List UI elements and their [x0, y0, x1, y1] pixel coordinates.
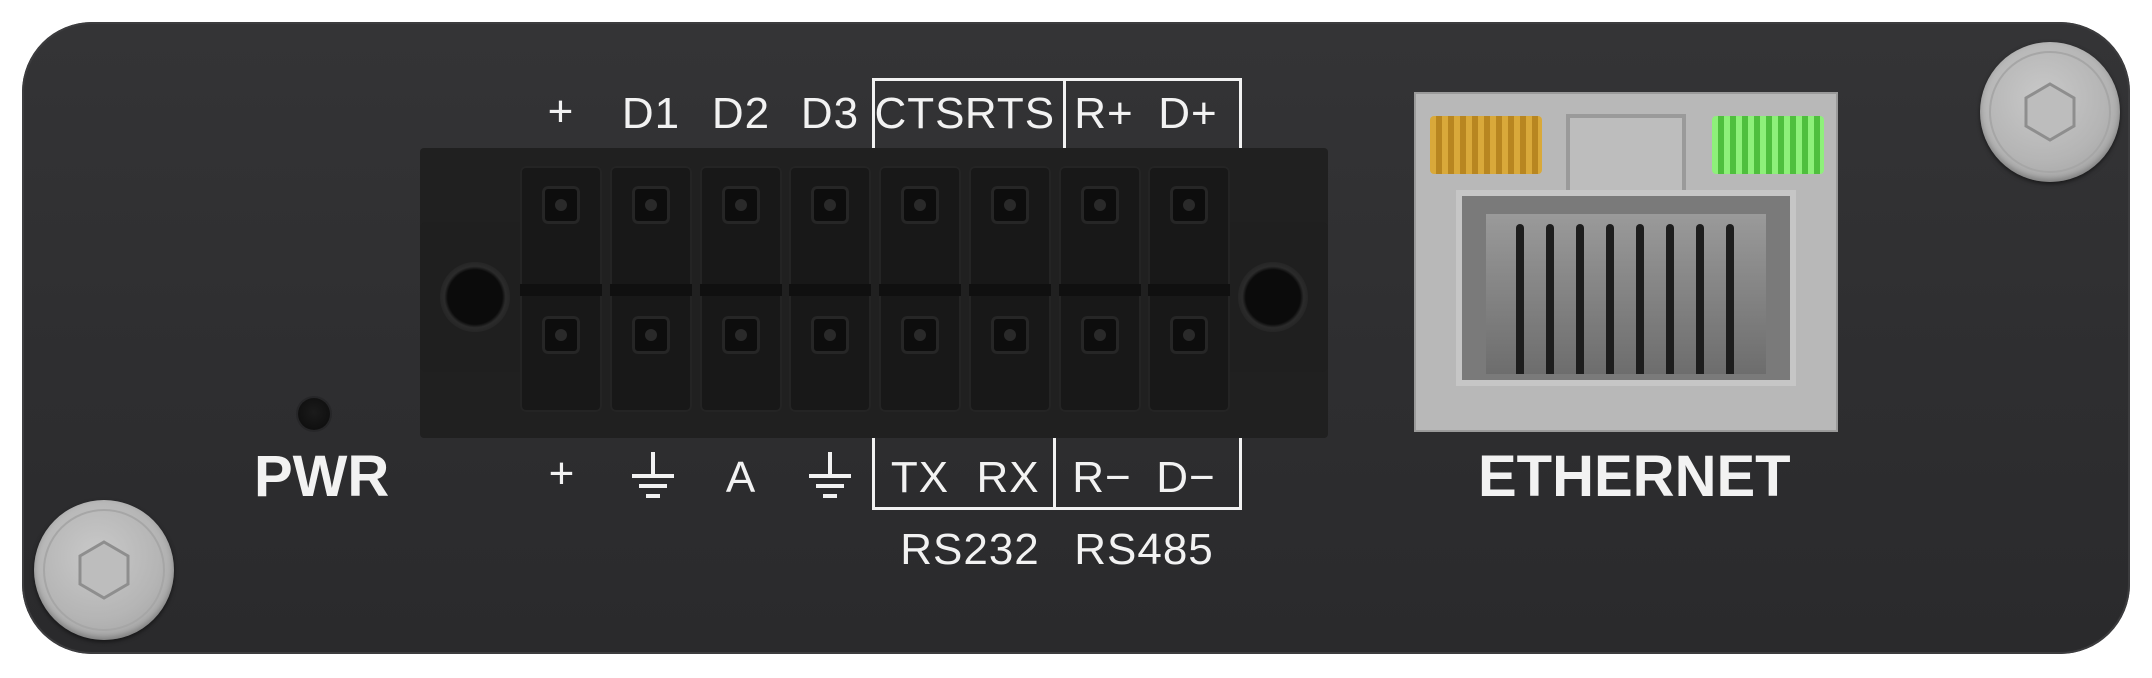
- ground-icon: [628, 450, 678, 505]
- terminal-label-a: A: [725, 453, 757, 502]
- group-label-rs485: RS485: [1074, 525, 1214, 574]
- ethernet-contact: [1516, 224, 1524, 374]
- terminal-pin: [645, 199, 657, 211]
- terminal-pin: [1004, 329, 1016, 341]
- terminal-label-rts: RTS: [964, 89, 1056, 138]
- terminal-pin: [645, 329, 657, 341]
- power-label: PWR: [254, 444, 390, 509]
- terminal-slot[interactable]: [610, 166, 692, 412]
- ethernet-contact: [1696, 224, 1704, 374]
- ethernet-latch-slot: [1566, 114, 1686, 194]
- bracket-cts-rts: [872, 78, 1066, 148]
- screw-bottom-left-icon: [34, 500, 174, 640]
- mount-hole-icon: [440, 262, 510, 332]
- ethernet-contact: [1636, 224, 1644, 374]
- terminal-label-d-plus: D+: [1158, 89, 1218, 138]
- screw-top-right-icon: [1980, 42, 2120, 182]
- terminal-slot[interactable]: [520, 166, 602, 412]
- terminal-label-d-minus: D−: [1156, 453, 1216, 502]
- ethernet-contact: [1726, 224, 1734, 374]
- terminal-slot[interactable]: [879, 166, 961, 412]
- terminal-slot[interactable]: [1059, 166, 1141, 412]
- terminal-label-r-plus: R+: [1074, 89, 1134, 138]
- terminal-pin: [555, 329, 567, 341]
- ethernet-led-yellow: [1430, 116, 1542, 174]
- terminal-divider: [1148, 284, 1230, 296]
- terminal-pin: [914, 199, 926, 211]
- terminal-divider: [1059, 284, 1141, 296]
- ethernet-contact: [1666, 224, 1674, 374]
- terminal-slot[interactable]: [969, 166, 1051, 412]
- terminal-label-rx: RX: [976, 453, 1040, 502]
- ethernet-contact: [1546, 224, 1554, 374]
- terminal-label-r-minus: R−: [1072, 453, 1132, 502]
- terminal-pin: [555, 199, 567, 211]
- terminal-divider: [520, 284, 602, 296]
- terminal-label-d1: D1: [621, 89, 681, 138]
- ground-icon: [805, 450, 855, 505]
- terminal-pin: [1183, 199, 1195, 211]
- ethernet-label: ETHERNET: [1478, 444, 1791, 509]
- terminal-pin: [824, 199, 836, 211]
- terminal-pin: [735, 199, 747, 211]
- terminal-label-d2: D2: [711, 89, 771, 138]
- terminal-label-plus-top: +: [547, 87, 575, 136]
- bracket-rplus-dplus: [1064, 78, 1242, 148]
- terminal-divider: [610, 284, 692, 296]
- terminal-label-tx: TX: [890, 453, 950, 502]
- ethernet-contact: [1576, 224, 1584, 374]
- terminal-slot[interactable]: [700, 166, 782, 412]
- bracket-rs232: [872, 438, 1056, 510]
- ethernet-port[interactable]: [1414, 92, 1838, 432]
- terminal-slot[interactable]: [789, 166, 871, 412]
- terminal-label-cts: CTS: [874, 89, 966, 138]
- mount-hole-icon: [1238, 262, 1308, 332]
- power-led: [298, 398, 330, 430]
- terminal-pin: [1004, 199, 1016, 211]
- terminal-divider: [700, 284, 782, 296]
- ethernet-cavity: [1486, 214, 1766, 374]
- terminal-divider: [789, 284, 871, 296]
- ethernet-contact: [1606, 224, 1614, 374]
- ethernet-led-green: [1712, 116, 1824, 174]
- terminal-divider: [969, 284, 1051, 296]
- terminal-divider: [879, 284, 961, 296]
- terminal-pin: [1094, 199, 1106, 211]
- terminal-mount-right: [1218, 222, 1328, 372]
- terminal-label-d3: D3: [800, 89, 860, 138]
- terminal-pin: [735, 329, 747, 341]
- terminal-pin: [824, 329, 836, 341]
- terminal-label-plus-bottom: +: [548, 449, 576, 498]
- terminal-slot[interactable]: [1148, 166, 1230, 412]
- terminal-pin: [914, 329, 926, 341]
- group-label-rs232: RS232: [900, 525, 1040, 574]
- terminal-pin: [1183, 329, 1195, 341]
- terminal-mount-left: [420, 222, 530, 372]
- bracket-rs485: [1054, 438, 1242, 510]
- terminal-pin: [1094, 329, 1106, 341]
